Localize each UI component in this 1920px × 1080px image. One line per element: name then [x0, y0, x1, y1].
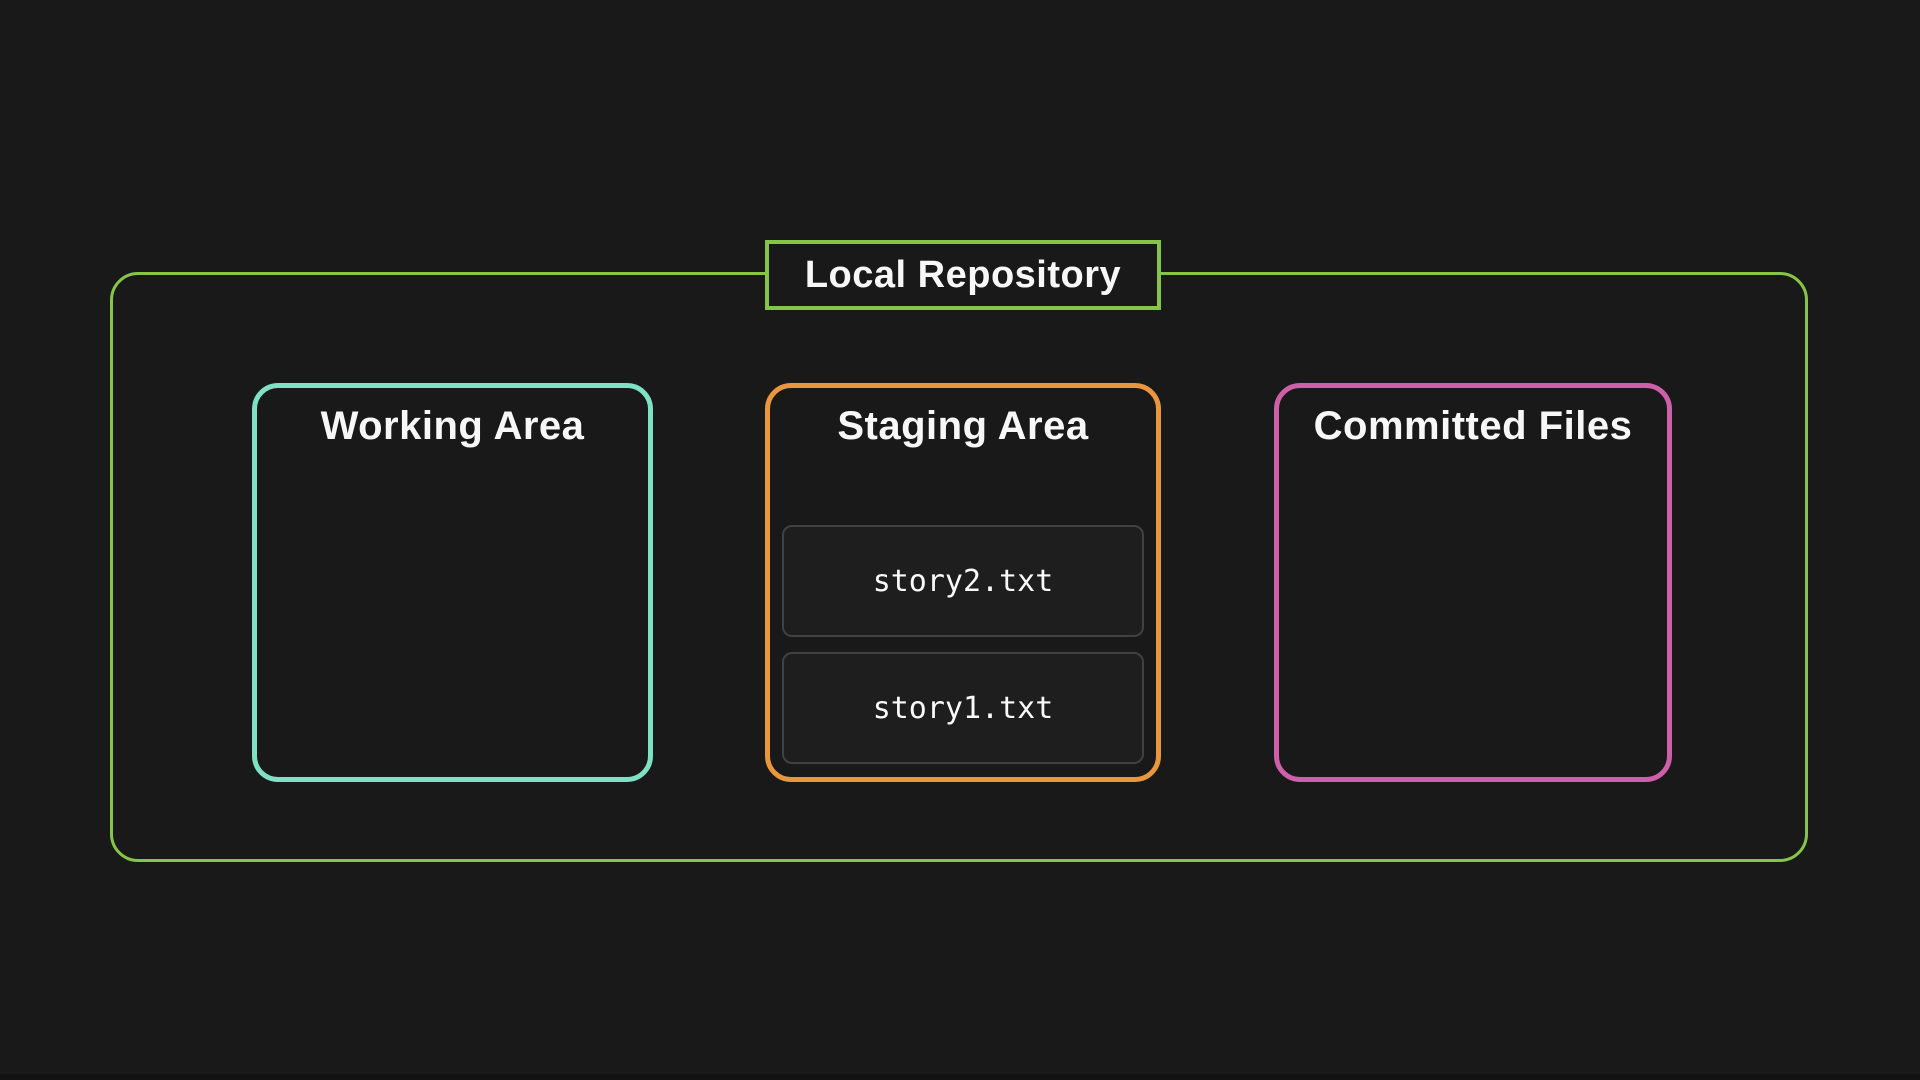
staging-area-box: Staging Area story2.txt story1.txt [765, 383, 1161, 782]
committed-files-title: Committed Files [1313, 404, 1633, 448]
staged-file-item: story2.txt [782, 525, 1144, 637]
staged-file-item: story1.txt [782, 652, 1144, 764]
local-repository-label: Local Repository [765, 240, 1161, 310]
working-area-box: Working Area [252, 383, 653, 782]
staging-area-title: Staging Area [837, 404, 1089, 448]
staged-file-name: story1.txt [872, 690, 1054, 726]
screen-bottom-edge [0, 1074, 1920, 1080]
committed-files-box: Committed Files [1274, 383, 1672, 782]
staged-file-name: story2.txt [872, 563, 1054, 599]
local-repository-label-text: Local Repository [804, 253, 1122, 296]
working-area-title: Working Area [320, 404, 585, 448]
staged-files-list: story2.txt story1.txt [782, 525, 1144, 764]
